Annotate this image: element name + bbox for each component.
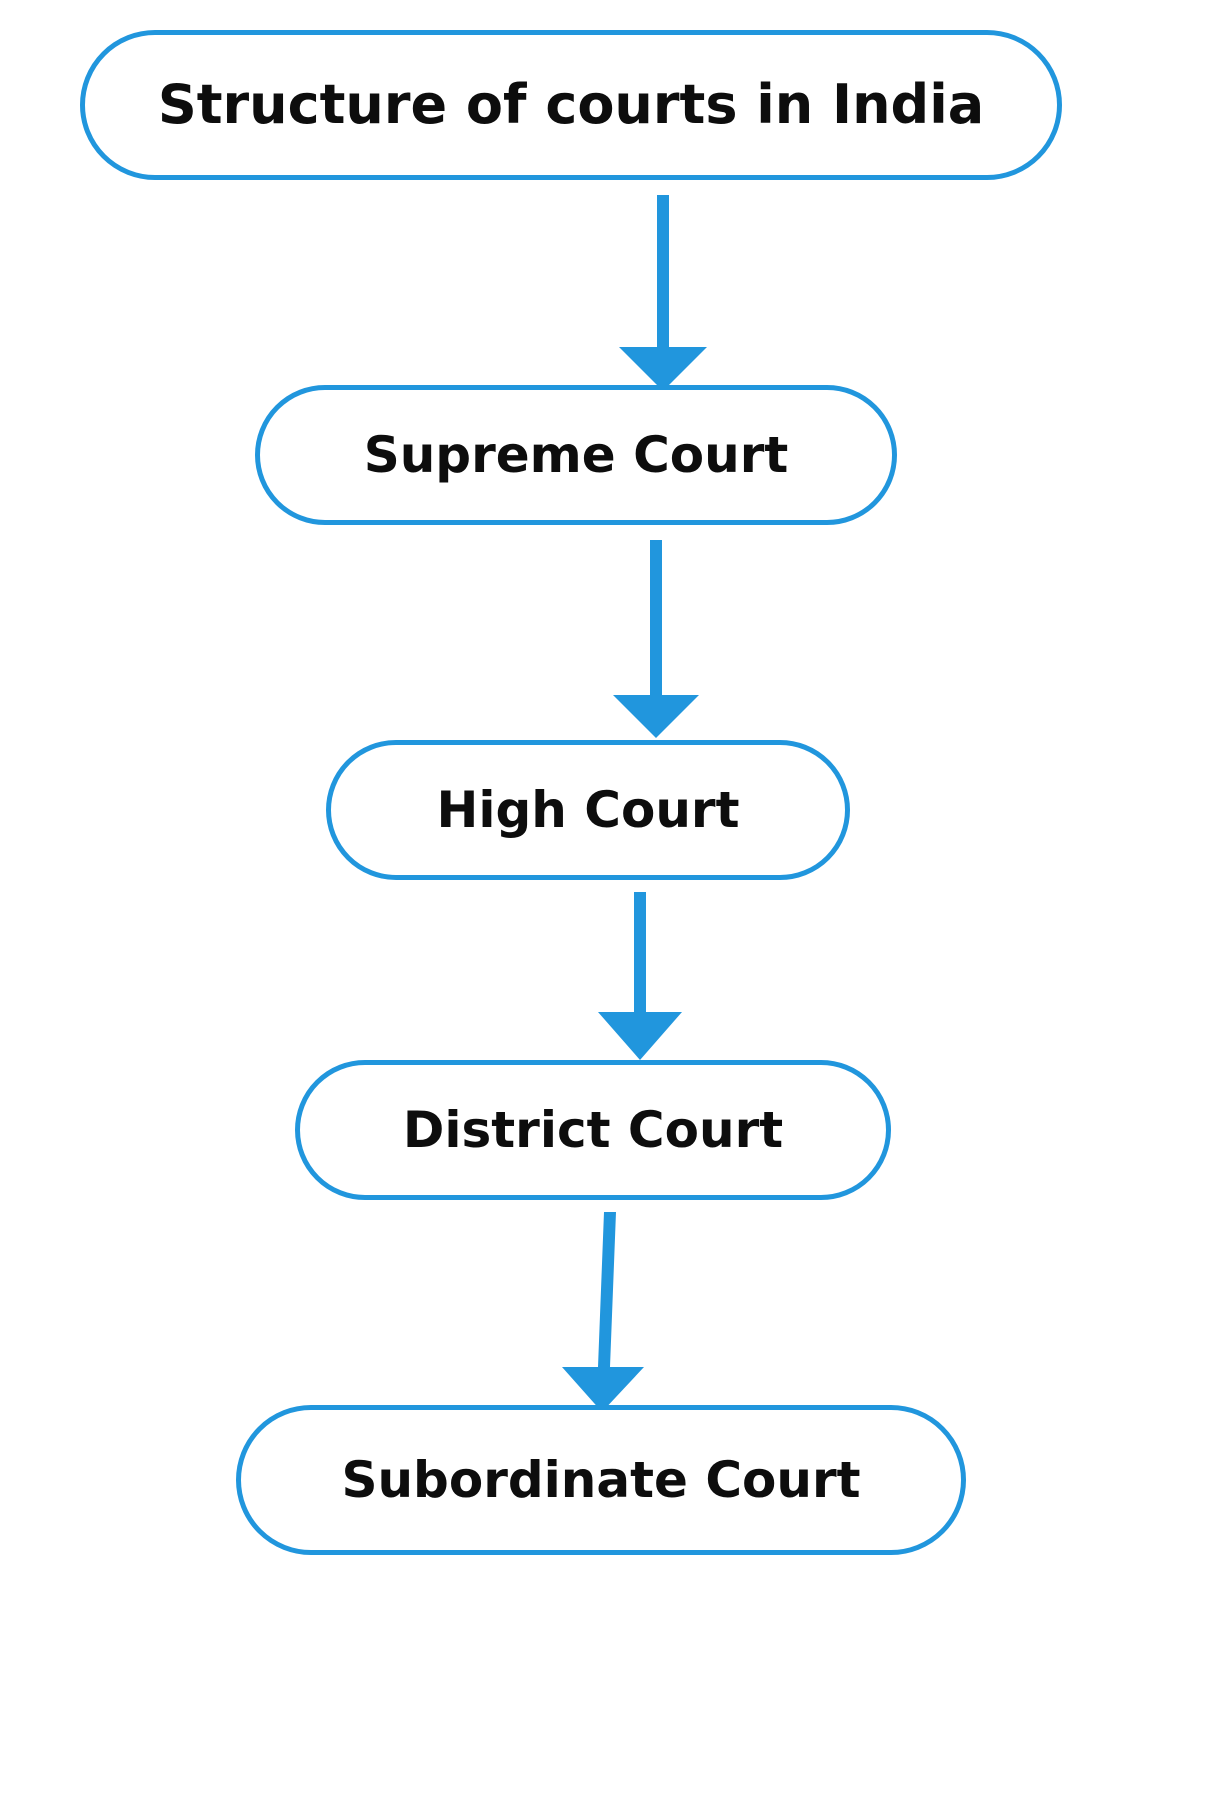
node-label: High Court	[436, 781, 740, 839]
edge-district-court-to-subordinate-court	[562, 1212, 644, 1412]
node-label: Subordinate Court	[341, 1451, 861, 1509]
edge-high-court-to-district-court	[598, 892, 682, 1060]
edge-supreme-court-to-high-court	[613, 540, 699, 738]
node-structure-of-courts-in-india[interactable]: Structure of courts in India	[80, 30, 1062, 180]
arrow-shape	[562, 1212, 644, 1412]
node-label: Structure of courts in India	[157, 73, 985, 136]
node-label: Supreme Court	[363, 426, 789, 484]
arrow-shape	[598, 892, 682, 1060]
arrow-shape	[613, 540, 699, 738]
arrow-shape	[619, 195, 707, 391]
node-supreme-court[interactable]: Supreme Court	[255, 385, 897, 525]
node-district-court[interactable]: District Court	[295, 1060, 891, 1200]
node-label: District Court	[402, 1101, 784, 1159]
node-high-court[interactable]: High Court	[326, 740, 850, 880]
node-subordinate-court[interactable]: Subordinate Court	[236, 1405, 966, 1555]
edge-structure-to-supreme-court	[619, 195, 707, 391]
